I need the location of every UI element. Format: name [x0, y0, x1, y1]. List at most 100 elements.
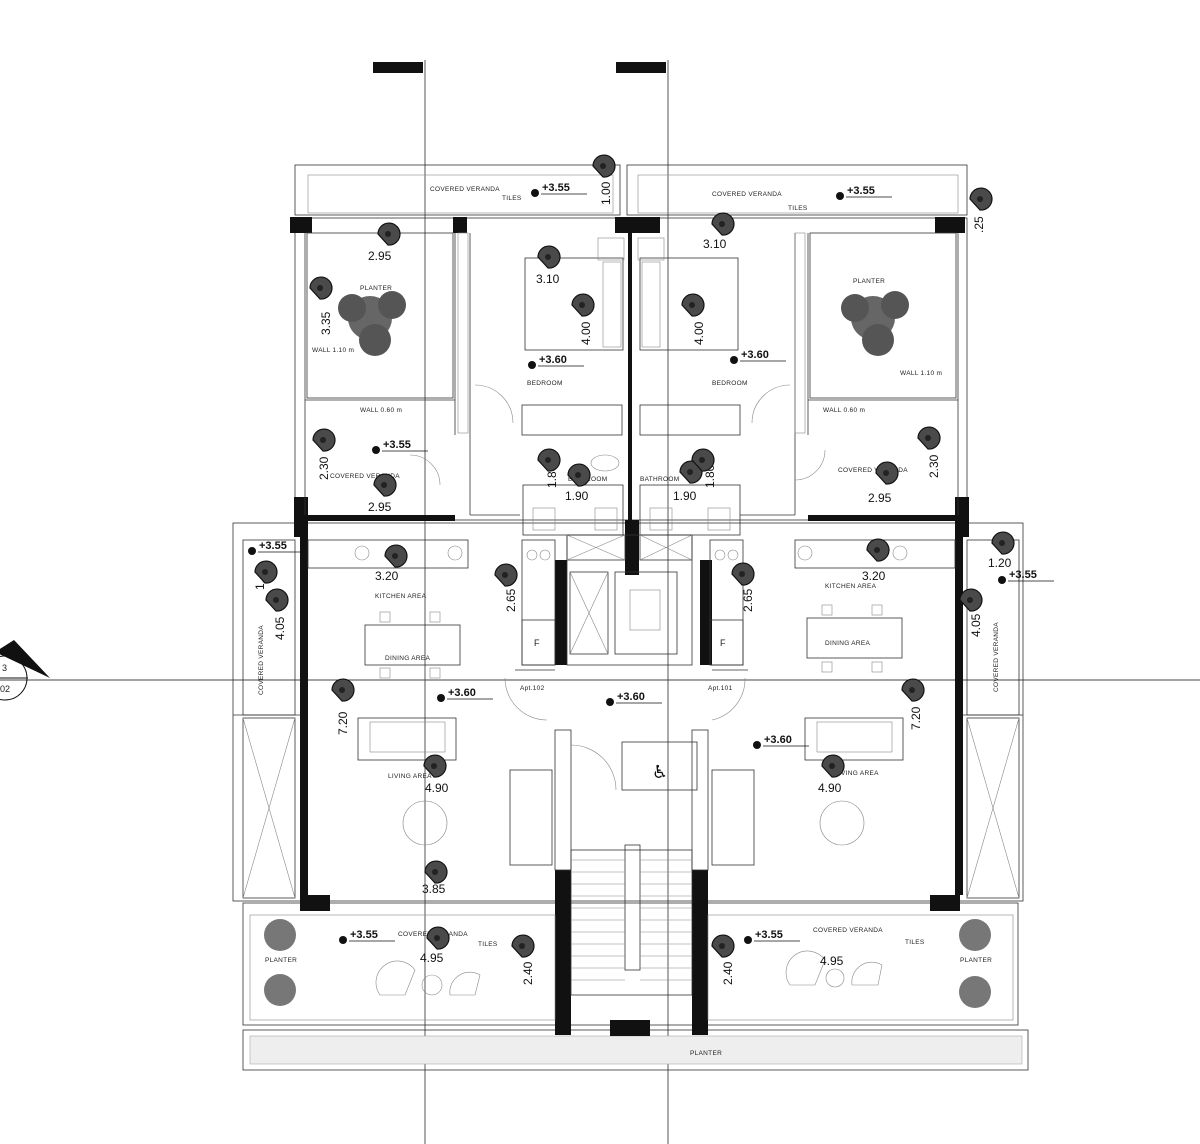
kitchen-counter-left [307, 539, 469, 569]
level-symbol-icon [248, 547, 256, 555]
top-verandas: COVERED VERANDA TILES COVERED VERANDA TI… [294, 164, 968, 216]
bedroom-right-label: BEDROOM [712, 380, 748, 387]
dimension-d-1-00: 1.00 [599, 181, 613, 205]
dimension-d-4-90-a: 4.90 [425, 781, 449, 795]
callout-center-dot [519, 943, 525, 949]
sofa-right [804, 717, 904, 761]
living-right-label: LIVING AREA [835, 770, 879, 777]
callout-center-dot [317, 285, 323, 291]
level-veranda-top-left: +3.55 [542, 182, 570, 194]
veranda-bottom-right-label: COVERED VERANDA [813, 927, 883, 934]
door-swings [409, 384, 826, 791]
level-side-left: +3.55 [259, 540, 287, 552]
level-veranda-bottom-left: +3.55 [350, 929, 378, 941]
bed-right [637, 237, 739, 351]
level-living-right: +3.60 [764, 734, 792, 746]
level-veranda-top-right: +3.55 [847, 185, 875, 197]
callout-center-dot [600, 163, 606, 169]
fridge-right: F [720, 638, 726, 648]
dimension-d-3-20-b: 3.20 [862, 569, 886, 583]
dimension-d-2-30-b: 2.30 [927, 454, 941, 478]
kitchen-right-label: KITCHEN AREA [825, 583, 877, 590]
callout-center-dot [392, 553, 398, 559]
dining-left-label: DINING AREA [385, 655, 431, 662]
section-sheet: 02 [0, 684, 10, 694]
side-veranda-right-label: COVERED VERANDA [993, 622, 1000, 692]
bottom-band-label: PLANTER [690, 1050, 722, 1057]
level-symbol-icon [998, 576, 1006, 584]
dimension-d-4-95-a: 4.95 [420, 951, 444, 965]
dimension-d-7-20-a: 7.20 [336, 711, 350, 735]
axis-flag-left [373, 62, 423, 73]
dimension-d-4-05-b: 4.05 [969, 613, 983, 637]
planter-top-left-label: PLANTER [360, 285, 392, 292]
dining-table-right [806, 604, 903, 673]
callout-center-dot [689, 302, 695, 308]
callout-center-dot [545, 457, 551, 463]
callout-center-dot [909, 687, 915, 693]
planter-bottom-right: PLANTER [959, 919, 992, 1008]
callout-center-dot [320, 437, 326, 443]
level-side-right: +3.55 [1009, 569, 1037, 581]
wall-note-left: WALL 1.10 m [312, 347, 354, 354]
level-symbol-icon [437, 694, 445, 702]
callout-center-dot [883, 470, 889, 476]
kitchen-right-units: F [709, 539, 744, 666]
level-symbol-icon [339, 936, 347, 944]
level-symbol-icon [744, 936, 752, 944]
side-veranda-left: COVERED VERANDA [242, 539, 296, 899]
veranda-top-right-label: COVERED VERANDA [712, 191, 782, 198]
callout-center-dot [432, 869, 438, 875]
veranda-top-right-sub: TILES [788, 205, 808, 212]
callout-center-dot [431, 763, 437, 769]
dimension-d-3-10-a: 3.10 [536, 272, 560, 286]
dining-right-label: DINING AREA [825, 640, 871, 647]
veranda-top-left-label: COVERED VERANDA [430, 186, 500, 193]
callout-center-dot [874, 547, 880, 553]
kitchen-left-units: F [521, 539, 556, 666]
veranda-top-left-sub: TILES [502, 195, 522, 202]
callout-center-dot [967, 597, 973, 603]
kitchen-left-label: KITCHEN AREA [375, 593, 427, 600]
planter-top-right: PLANTER WALL 1.10 m [809, 232, 957, 399]
callout-center-dot [719, 221, 725, 227]
wardrobe-left [521, 404, 623, 436]
dimension-d-2-30-a: 2.30 [317, 456, 331, 480]
wardrobe-right [639, 404, 741, 436]
level-living-left: +3.60 [448, 687, 476, 699]
apartment-right-label: Apt.101 [708, 685, 733, 692]
axis-flag-right [616, 62, 666, 73]
veranda-bottom-left-sub: TILES [478, 941, 498, 948]
bottom-veranda-left: COVERED VERANDA TILES [249, 914, 556, 1021]
callout-center-dot [575, 472, 581, 478]
living-left-label: LIVING AREA [388, 773, 432, 780]
dimension-d-2-95-c: 2.95 [868, 491, 892, 505]
dimension-d-4-00-a: 4.00 [579, 321, 593, 345]
planter-bottom-left: PLANTER [264, 919, 297, 1006]
level-symbol-icon [528, 361, 536, 369]
callout-center-dot [719, 943, 725, 949]
callout-markers [254, 154, 1015, 958]
level-symbol-icon [753, 741, 761, 749]
dining-table-left [364, 611, 461, 679]
covered-veranda-left-label: COVERED VERANDA [330, 473, 400, 480]
dimension-d-3-85: 3.85 [422, 882, 446, 896]
sofa-left [357, 717, 457, 761]
planter-bottom-right-label: PLANTER [960, 957, 992, 964]
level-covered-veranda-left: +3.55 [383, 439, 411, 451]
dimension-d-2-65-a: 2.65 [504, 588, 518, 612]
coffee-table-right [819, 800, 865, 846]
armchair-lobby-right [711, 769, 755, 866]
dimension-d-4-95-b: 4.95 [820, 954, 844, 968]
callout-center-dot [502, 572, 508, 578]
bottom-veranda-right: COVERED VERANDA TILES [707, 914, 1014, 1021]
axis-lines [0, 60, 1200, 1144]
wall-note-right-2: WALL 0.60 m [823, 407, 865, 414]
wall-note-right: WALL 1.10 m [900, 370, 942, 377]
callout-center-dot [545, 254, 551, 260]
callout-center-dot [687, 469, 693, 475]
dimension-d-25: .25 [972, 216, 986, 233]
callout-center-dot [977, 196, 983, 202]
